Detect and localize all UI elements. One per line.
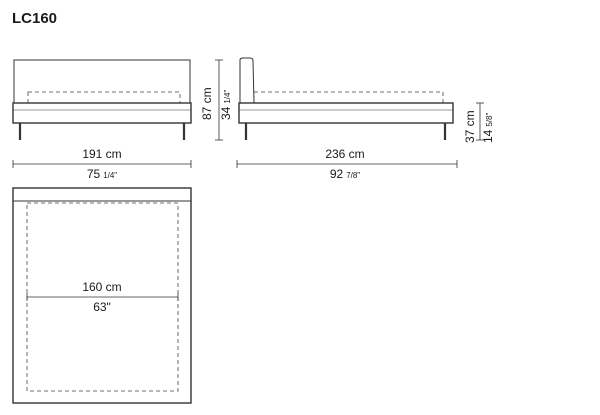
side-view [238,57,484,141]
side-length-cm: 236 cm [325,147,364,161]
front-mattress-outline [27,91,181,104]
side-frame [238,102,454,124]
model-title: LC160 [12,10,57,27]
side-headboard [239,57,255,104]
side-height-inch: 145/8" [481,113,495,143]
front-headboard [13,59,191,104]
front-width-dim [12,160,192,168]
plan-view [12,187,192,404]
plan-width-cm: 160 cm [82,280,121,294]
front-height-inch: 341/4" [219,90,233,120]
plan-width-inch: 63" [93,300,111,314]
front-view [12,59,223,141]
side-height-cm: 37 cm [463,110,477,143]
side-mattress-outline [253,91,444,104]
front-height-cm: 87 cm [200,87,214,120]
plan-frame-outline [12,187,192,404]
front-frame [12,102,192,124]
front-width-cm: 191 cm [82,147,121,161]
side-length-dim [236,160,458,168]
